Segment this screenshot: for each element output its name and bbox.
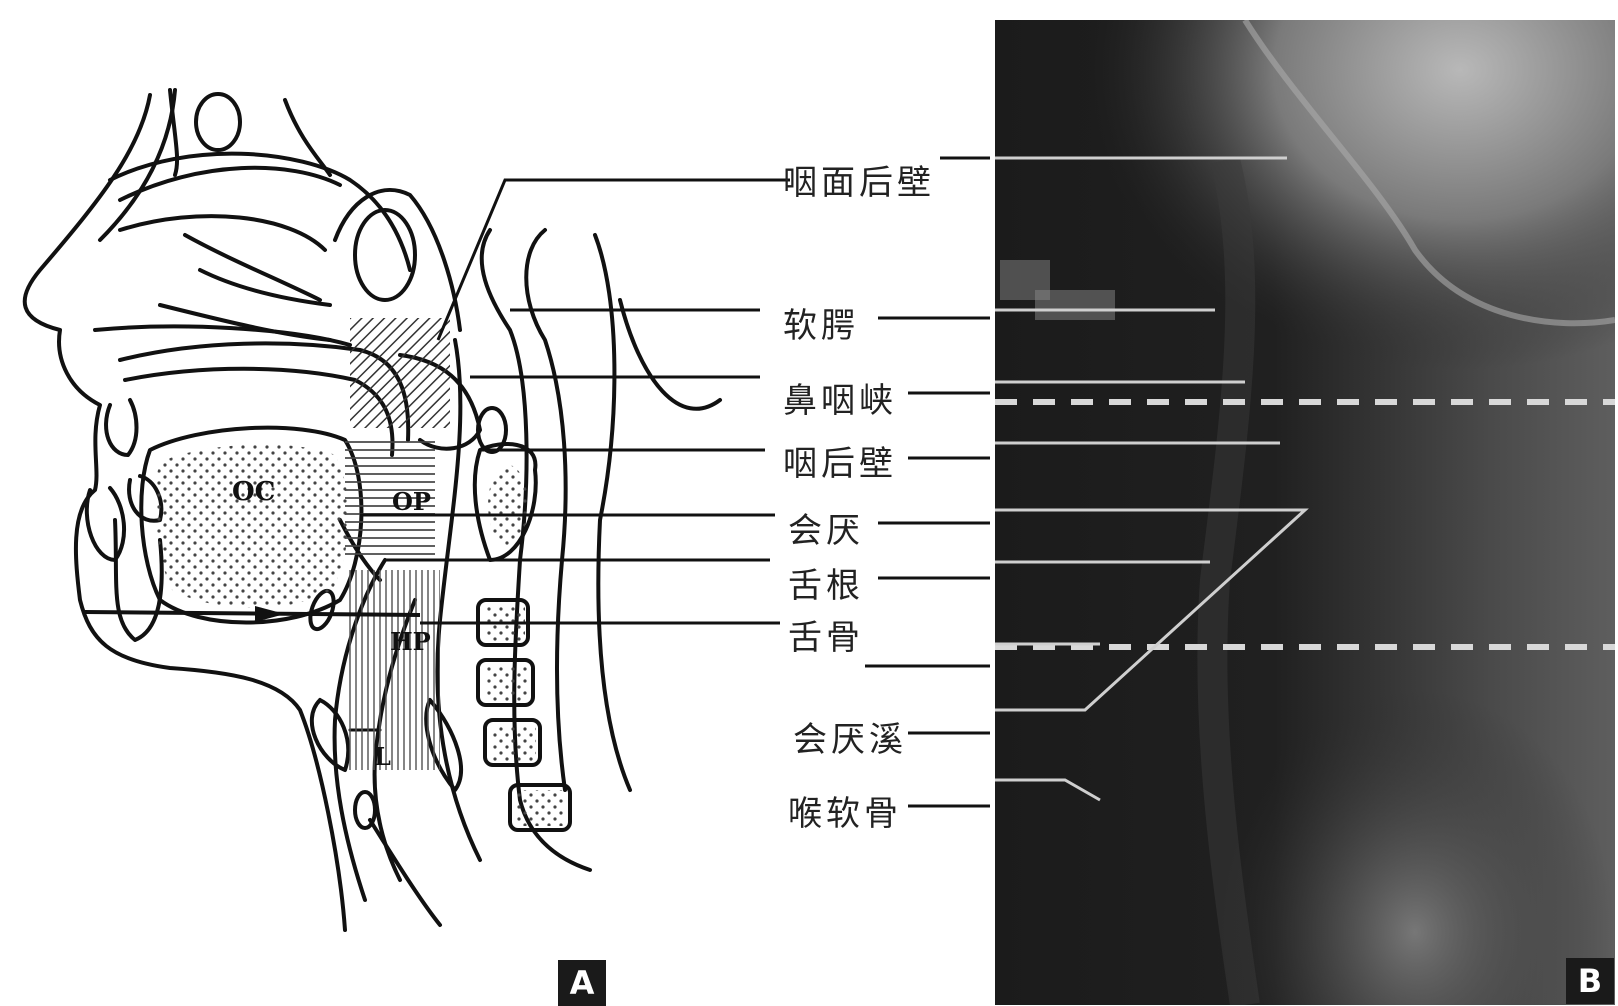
label-vallecula: 会厌溪 — [793, 712, 907, 761]
label-nasopharynx-posterior-wall: 咽面后壁 — [783, 155, 935, 204]
xray-radiograph — [995, 20, 1615, 1005]
nasopharynx-region — [350, 318, 450, 428]
oral-cavity-region — [155, 445, 349, 608]
label-soft-palate: 软腭 — [783, 298, 859, 347]
hypopharynx-region — [345, 570, 440, 770]
label-laryngeal-cartilage: 喉软骨 — [788, 786, 902, 835]
region-l: L — [374, 742, 391, 771]
region-oc: OC — [232, 477, 275, 507]
label-pharyngeal-posterior-wall: 咽后壁 — [783, 436, 897, 485]
label-nasopharyngeal-isthmus: 鼻咽峡 — [783, 373, 897, 422]
label-epiglottis: 会厌 — [788, 503, 864, 552]
panel-b-tag: B — [1566, 958, 1614, 1004]
label-tongue-root: 舌根 — [788, 558, 864, 607]
panel-a-tag: A — [558, 960, 606, 1006]
region-op: OP — [392, 487, 431, 516]
label-hyoid-bone: 舌骨 — [788, 610, 864, 659]
region-hp: HP — [390, 627, 431, 656]
